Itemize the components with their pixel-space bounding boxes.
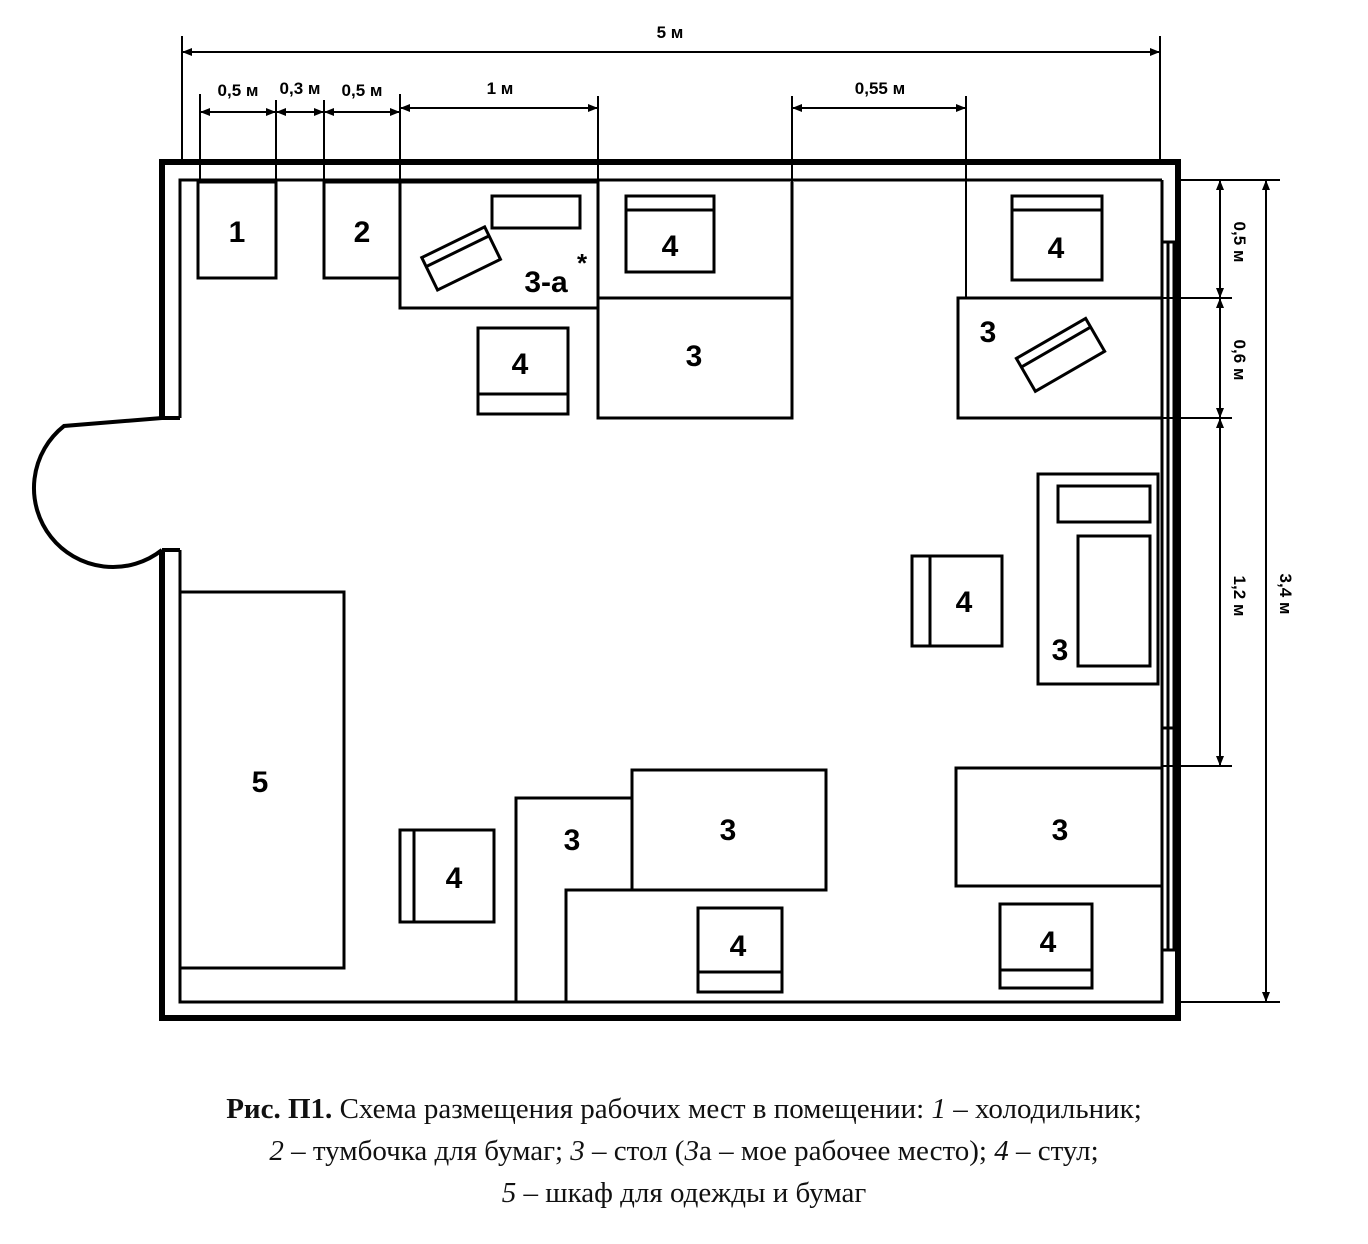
chair: [1010, 194, 1104, 282]
dim-desk-width: 1 м: [487, 79, 514, 98]
chair: [398, 828, 496, 924]
caption-text: а – мое рабочее место);: [698, 1135, 995, 1167]
caption-text: – тумбочка для бумаг;: [283, 1135, 571, 1167]
dim-wall-segment-3: 1,2 м: [1230, 576, 1249, 617]
desk: [954, 766, 1164, 888]
chair: [476, 326, 570, 416]
label-desk: 3: [980, 316, 997, 349]
furniture-labels: 1 2 3-а * 4 3 4 4 3 3 4 5 4 3 3 4 3 4: [229, 216, 1069, 963]
label-desk: 3: [686, 340, 703, 373]
caption-line-2: 2 – тумбочка для бумаг; 3 – стол (3а – м…: [0, 1130, 1368, 1172]
caption-num: 5: [501, 1177, 517, 1209]
caption-num: 4: [994, 1135, 1009, 1167]
caption-fig-number: Рис. П1.: [226, 1093, 333, 1125]
label-my-desk: 3-а: [524, 266, 568, 299]
caption-text: – стул;: [1008, 1135, 1099, 1167]
caption-text: – стол (: [584, 1135, 685, 1167]
dim-passage: 0,55 м: [855, 79, 905, 98]
label-chair: 4: [446, 862, 463, 895]
caption-num: 3: [570, 1135, 585, 1167]
label-desk: 3: [564, 824, 581, 857]
label-chair: 4: [662, 230, 679, 263]
desk: [956, 296, 1164, 420]
caption-num: 2: [269, 1135, 284, 1167]
dim-total-height: 3,4 м: [1276, 574, 1295, 615]
label-chair: 4: [956, 586, 973, 619]
my-desk: [398, 180, 600, 310]
dim-gap: 0,3 м: [280, 79, 321, 98]
desk: [630, 768, 828, 892]
desk: [1036, 472, 1160, 686]
label-desk: 3: [720, 814, 737, 847]
chair: [998, 902, 1094, 990]
dimension-labels: 5 м 0,5 м 0,3 м 0,5 м 1 м 0,55 м 0,5 м 0…: [218, 23, 1295, 616]
caption-num: 1: [931, 1093, 946, 1125]
label-chair: 4: [730, 930, 747, 963]
dim-fridge-width: 0,5 м: [218, 81, 259, 100]
label-desk: 3: [1052, 634, 1069, 667]
desk-monitor: [1014, 316, 1107, 394]
label-chair: 4: [1048, 232, 1065, 265]
caption-num: 3: [684, 1135, 699, 1167]
caption-text: Схема размещения рабочих мест в помещени…: [332, 1093, 932, 1125]
label-my-desk-star: *: [577, 248, 588, 278]
dim-total-width: 5 м: [657, 23, 684, 42]
chair: [910, 554, 1004, 648]
caption-text: – шкаф для одежды и бумаг: [516, 1177, 867, 1209]
chair: [696, 906, 784, 994]
label-desk: 3: [1052, 814, 1069, 847]
my-desk-monitor: [419, 224, 503, 292]
dim-cabinet-width: 0,5 м: [342, 81, 383, 100]
my-desk-keyboard: [490, 194, 582, 230]
label-chair: 4: [512, 348, 529, 381]
fridge: [196, 180, 278, 280]
dim-wall-segment-1: 0,5 м: [1230, 222, 1249, 263]
furniture: [178, 180, 1164, 1002]
label-chair: 4: [1040, 926, 1057, 959]
desk: [596, 296, 794, 420]
label-fridge: 1: [229, 216, 246, 249]
chair: [624, 194, 716, 274]
dim-wall-segment-2: 0,6 м: [1230, 340, 1249, 381]
caption-line-1: Рис. П1. Схема размещения рабочих мест в…: [0, 1088, 1368, 1130]
figure-caption: Рис. П1. Схема размещения рабочих мест в…: [0, 1088, 1368, 1214]
floor-plan: 1 2 3-а * 4 3 4 4 3 3 4 5 4 3 3 4 3 4: [31, 23, 1295, 1021]
caption-text: – холодильник;: [945, 1093, 1142, 1125]
windows: [1160, 240, 1176, 952]
wardrobe: [178, 590, 346, 970]
dimension-lines: [181, 36, 1280, 1003]
label-paper-cabinet: 2: [354, 216, 371, 249]
door-swing: [31, 416, 164, 570]
caption-line-3: 5 – шкаф для одежды и бумаг: [0, 1172, 1368, 1214]
label-wardrobe: 5: [252, 766, 269, 799]
